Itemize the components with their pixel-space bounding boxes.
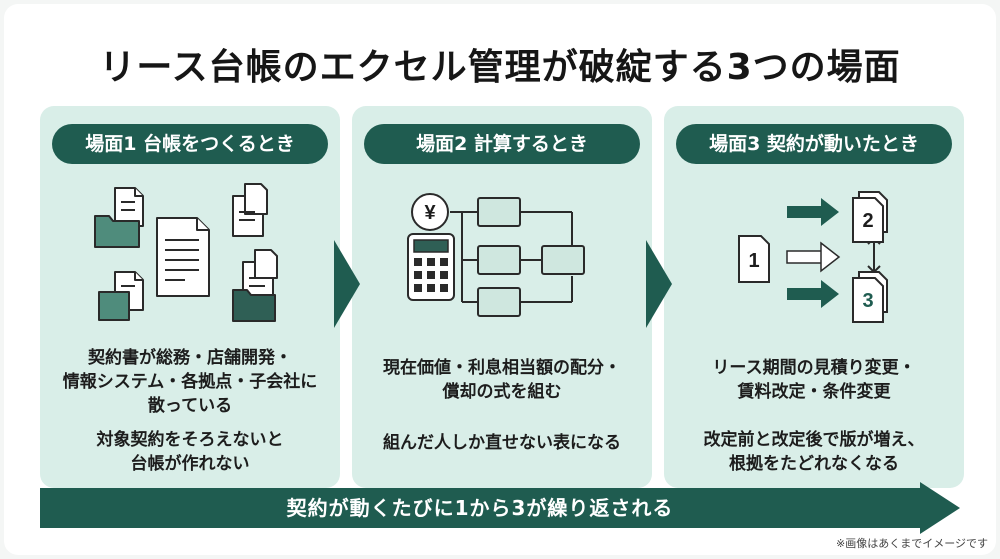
- text-line: 改定前と改定後で版が増え、: [703, 430, 925, 450]
- text-line: 契約書が総務・店舗開発・: [88, 348, 292, 368]
- text-line: リース期間の見積り変更・: [712, 358, 916, 378]
- text-line: 散っている: [147, 396, 233, 416]
- page-title: リース台帳のエクセル管理が破綻する3つの場面: [99, 47, 901, 88]
- cycle-arrow-band: [40, 482, 960, 534]
- scene-3-description: リース期間の見積り変更・ 賃料改定・条件変更: [670, 356, 958, 404]
- scene-1-description: 契約書が総務・店舗開発・ 情報システム・各拠点・子会社に 散っている: [46, 346, 334, 418]
- yen-symbol: ¥: [424, 202, 436, 224]
- scene-2-result: 組んだ人しか直せない表になる: [358, 431, 646, 455]
- text-line: 対象契約をそろえないと: [96, 430, 284, 450]
- text-line: 賃料改定・条件変更: [737, 382, 891, 402]
- calculator-flow-icon: ¥: [407, 193, 585, 317]
- document-versions-icon: 1 2 3: [738, 191, 888, 323]
- version-2-number: 2: [862, 210, 873, 232]
- scene-2-description: 現在価値・利息相当額の配分・ 償却の式を組む: [358, 356, 646, 404]
- scene-1-label: 場面1 台帳をつくるとき: [52, 124, 328, 164]
- scene-2-label: 場面2 計算するとき: [364, 124, 640, 164]
- version-3-number: 3: [862, 290, 873, 312]
- text-line: 台帳が作れない: [130, 454, 250, 474]
- text-line: 現在価値・利息相当額の配分・: [383, 358, 621, 378]
- version-1-number: 1: [748, 250, 759, 272]
- scene-3-label: 場面3 契約が動いたとき: [676, 124, 952, 164]
- image-note: ※画像はあくまでイメージです: [836, 537, 988, 550]
- scattered-documents-icon: [94, 183, 278, 322]
- scene-3-result: 改定前と改定後で版が増え、 根拠をたどれなくなる: [670, 428, 958, 476]
- text-line: 組んだ人しか直せない表になる: [383, 433, 621, 453]
- text-line: 根拠をたどれなくなる: [729, 454, 899, 474]
- cycle-message: 契約が動くたびに1から3が繰り返される: [286, 496, 674, 520]
- text-line: 情報システム・各拠点・子会社に: [62, 372, 318, 392]
- chevron-right-icon: [646, 240, 672, 328]
- chevron-right-icon: [334, 240, 360, 328]
- text-line: 償却の式を組む: [442, 382, 562, 402]
- scene-1-result: 対象契約をそろえないと 台帳が作れない: [46, 428, 334, 476]
